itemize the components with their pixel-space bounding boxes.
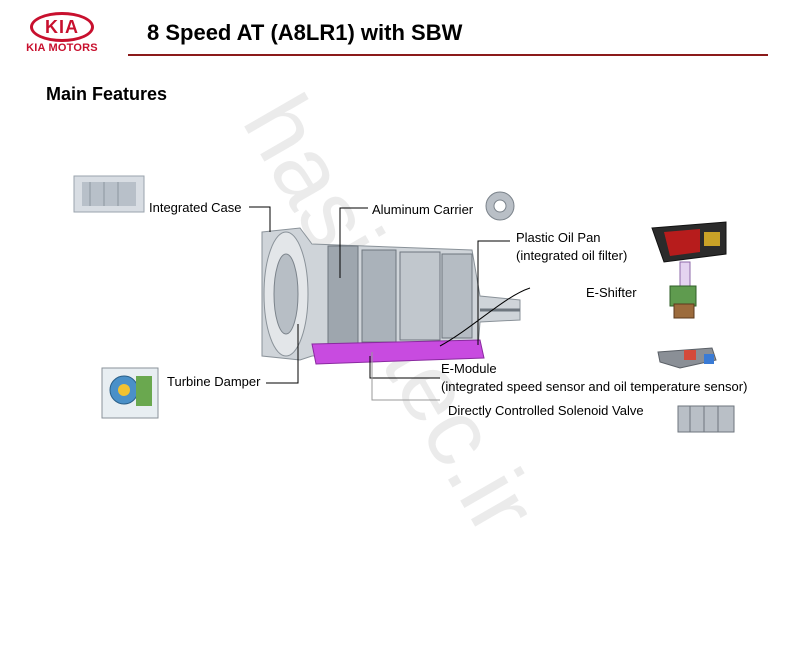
leader-turbine-damper	[266, 324, 299, 384]
leader-lines	[249, 206, 531, 401]
leader-solenoid-valve	[371, 352, 440, 401]
leader-e-shifter	[439, 287, 531, 347]
label-solenoid-valve: Directly Controlled Solenoid Valve	[448, 403, 644, 418]
turbine-damper-thumbnail	[101, 367, 159, 419]
page-title: 8 Speed AT (A8LR1) with SBW	[147, 20, 463, 45]
label-turbine-damper: Turbine Damper	[167, 374, 261, 389]
title-divider	[128, 54, 768, 56]
logo-brand: KIA	[45, 16, 79, 37]
transmission-body	[261, 227, 521, 361]
transmission-illustration	[73, 175, 735, 433]
e-module-detail	[657, 347, 717, 369]
leader-plastic-oil-pan	[477, 240, 510, 345]
kia-logo: KIA KIA MOTORS	[22, 12, 102, 58]
label-aluminum-carrier: Aluminum Carrier	[372, 202, 474, 217]
label-plastic-oil-pan: Plastic Oil Pan	[516, 230, 601, 245]
leader-aluminum-carrier	[339, 207, 368, 278]
leader-integrated-case	[249, 206, 271, 232]
aluminum-carrier-gear	[485, 191, 515, 221]
kia-oval-emblem: KIA	[30, 12, 94, 42]
label-e-module: E-Module	[441, 361, 497, 376]
section-title: Main Features	[46, 84, 168, 104]
label-e-shifter: E-Shifter	[586, 285, 637, 300]
label-plastic-oil-pan-note: (integrated oil filter)	[516, 248, 628, 263]
solenoid-valve	[677, 405, 735, 433]
logo-name: KIA MOTORS	[26, 42, 98, 54]
integrated-case-thumbnail	[73, 175, 145, 213]
label-integrated-case: Integrated Case	[149, 200, 242, 215]
e-shifter	[669, 261, 697, 319]
leader-e-module	[369, 356, 440, 379]
label-e-module-note: (integrated speed sensor and oil tempera…	[441, 379, 748, 394]
plastic-oil-pan	[651, 221, 727, 263]
